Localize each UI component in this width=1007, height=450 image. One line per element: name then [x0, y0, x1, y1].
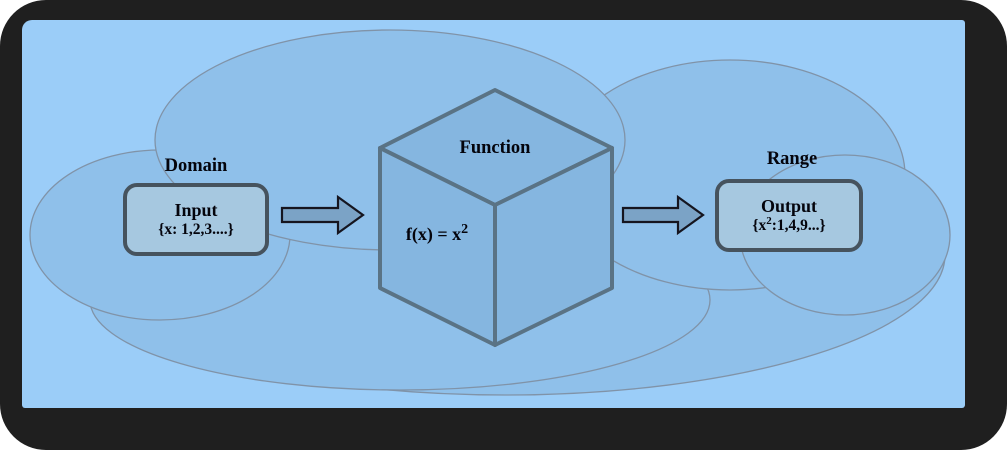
input-box-value: {x: 1,2,3....}: [158, 220, 234, 238]
output-value-exponent: 2: [766, 214, 772, 227]
diagram-canvas: Domain Input {x: 1,2,3....} Function f(x…: [22, 20, 965, 408]
function-label: Function: [459, 138, 531, 158]
input-box: Input {x: 1,2,3....}: [123, 183, 269, 256]
function-formula: f(x) = x2: [362, 222, 512, 245]
domain-label: Domain: [164, 156, 228, 176]
cube-right-face: [493, 146, 614, 347]
output-box: Output {x2:1,4,9...}: [715, 179, 863, 252]
output-value-pre: {x: [752, 216, 767, 234]
output-box-title: Output: [760, 195, 818, 216]
formula-base: f(x) = x: [405, 224, 462, 244]
arrow-domain-to-function-icon: [280, 194, 365, 236]
arrow-function-to-range-icon: [621, 194, 705, 236]
output-value-post: :1,4,9...}: [771, 216, 826, 234]
input-box-title: Input: [174, 199, 218, 220]
formula-exponent: 2: [461, 222, 469, 237]
output-box-value: {x2:1,4,9...}: [752, 214, 826, 236]
range-label: Range: [766, 149, 818, 169]
function-cube: [378, 88, 614, 347]
